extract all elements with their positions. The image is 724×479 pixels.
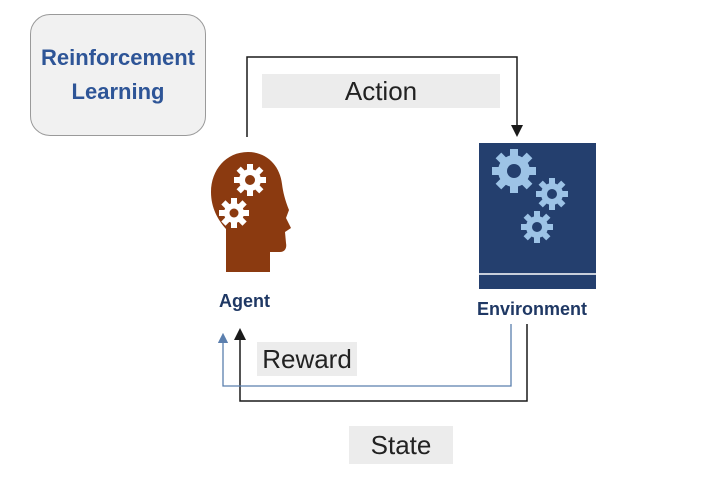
action-connector xyxy=(246,56,523,137)
environment-gear-small xyxy=(521,211,553,243)
reward-label-box: Reward xyxy=(257,342,357,376)
environment-label: Environment xyxy=(477,299,588,319)
state-label-box: State xyxy=(349,426,453,464)
title-line-2: Learning xyxy=(71,79,165,104)
title-box: Reinforcement Learning xyxy=(30,14,206,136)
agent-label: Agent xyxy=(219,291,270,311)
reward-label: Reward xyxy=(262,343,352,374)
state-connector xyxy=(234,324,528,402)
diagram-title: Reinforcement Learning xyxy=(38,41,198,109)
environment-gear-large xyxy=(492,149,536,193)
title-line-1: Reinforcement xyxy=(40,45,196,70)
environment-gear-medium xyxy=(536,178,568,210)
state-label: State xyxy=(370,429,432,460)
agent-head-icon xyxy=(211,152,291,272)
reward-connector xyxy=(217,324,512,387)
environment-panel-icon xyxy=(479,143,596,289)
action-label-box: Action xyxy=(262,74,500,108)
action-label: Action xyxy=(344,75,418,106)
